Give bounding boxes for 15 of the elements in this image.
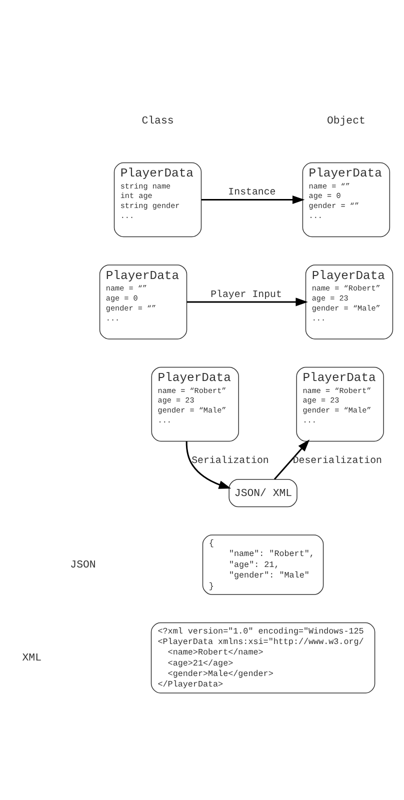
node-box: JSON/ XML — [228, 478, 298, 508]
arrow — [201, 195, 305, 204]
node-label: Object — [326, 116, 366, 128]
edge-label: Instance — [228, 186, 276, 198]
arrow — [186, 441, 232, 489]
node-label: Class — [142, 116, 174, 128]
node-box: <?xml version="1.0" encoding="Windows-125 <PlayerData xmlns:xsi="http://www.w3.org/ <name>Robert</name> <age>21</age> <gender>Male</gender> </PlayerData> — [150, 622, 376, 694]
edge-label: Serialization — [192, 454, 269, 466]
label: XML — [22, 652, 42, 665]
edge-label: Player Input — [210, 288, 282, 300]
arrow — [186, 298, 308, 306]
node-box: { "name": "Robert", "age": 21, "gender": "Male" } — [202, 534, 324, 595]
arrow — [274, 440, 310, 480]
edge-label: Deserialization — [292, 454, 382, 466]
label: JSON — [70, 560, 96, 572]
